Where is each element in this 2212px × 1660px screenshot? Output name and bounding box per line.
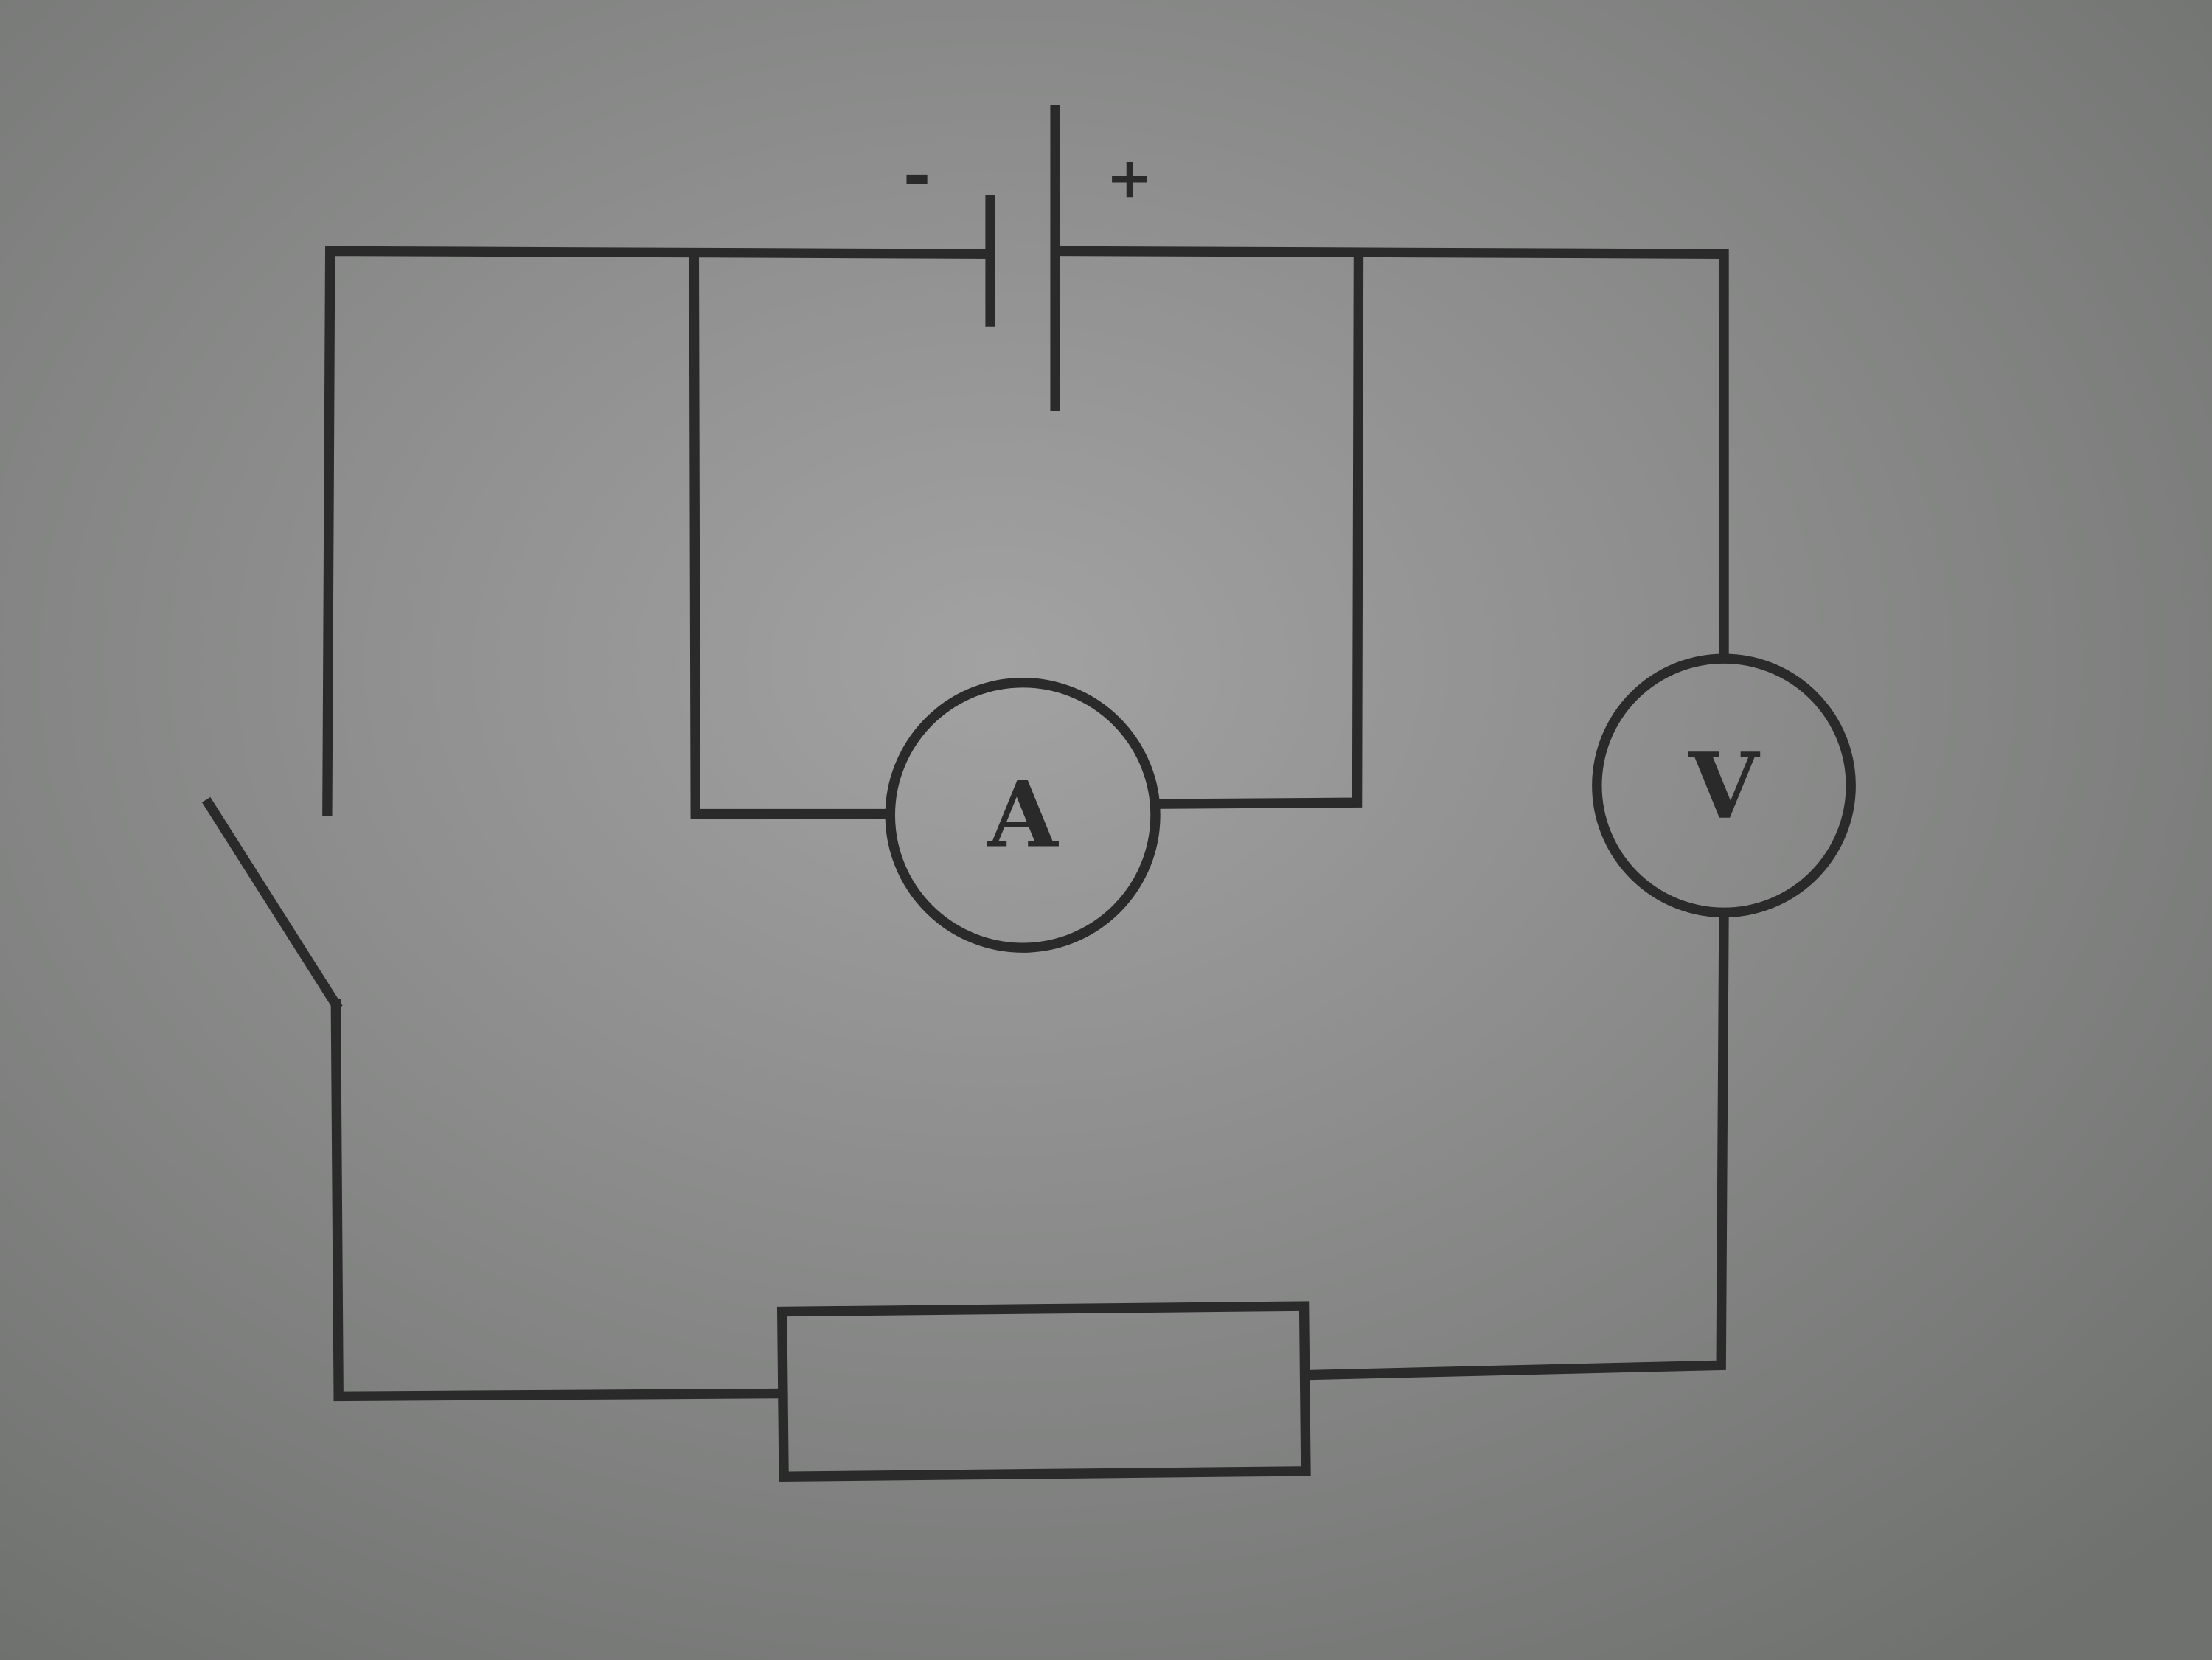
ammeter: A bbox=[885, 677, 1161, 953]
wire-top-left bbox=[322, 246, 993, 816]
ammeter-label: A bbox=[987, 762, 1060, 868]
wire-right-bottom bbox=[1299, 909, 1729, 1381]
battery-positive-label: + bbox=[1106, 145, 1153, 212]
wire-bottom-left bbox=[330, 999, 788, 1402]
wire-top-right bbox=[1056, 246, 1729, 661]
voltmeter-label: V bbox=[1688, 733, 1761, 839]
wire-ammeter-right bbox=[1152, 249, 1364, 809]
battery-negative-label: - bbox=[902, 134, 931, 214]
battery: - + bbox=[902, 105, 1153, 411]
wire-ammeter-left bbox=[689, 249, 894, 819]
switch-open bbox=[201, 796, 343, 1011]
